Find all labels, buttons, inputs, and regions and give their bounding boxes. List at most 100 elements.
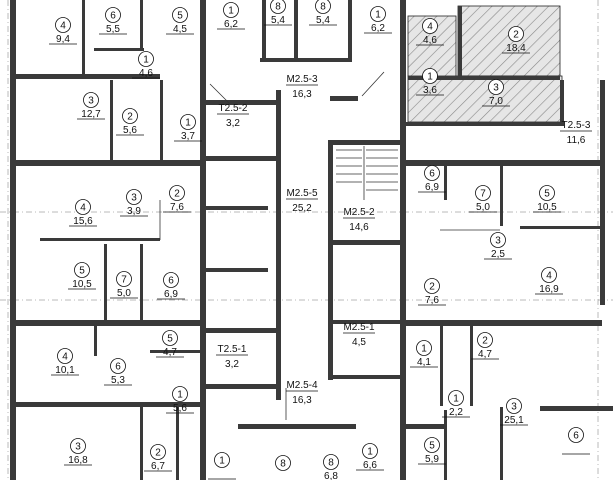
- room-number-circle: [169, 185, 185, 201]
- room-area: 25,1: [504, 415, 524, 426]
- corridor-label: М2.5-5 25,2: [286, 188, 318, 214]
- room-area: 10,5: [537, 202, 557, 213]
- room-number: 6: [168, 276, 174, 287]
- room-label: 16,2: [217, 2, 245, 30]
- room-area: 6,2: [371, 23, 385, 34]
- corridor-area: 25,2: [292, 203, 312, 214]
- room-area: 15,6: [73, 216, 93, 227]
- room-area: 5,6: [173, 403, 187, 414]
- room-number-circle: [83, 92, 99, 108]
- room-number-circle: [75, 199, 91, 215]
- room-number-circle: [138, 51, 154, 67]
- room-area: 5,5: [106, 24, 120, 35]
- room-number: 3: [493, 83, 499, 94]
- room-number: 3: [495, 236, 501, 247]
- room-number: 8: [320, 2, 326, 13]
- room-label: 85,4: [309, 0, 337, 26]
- room-label: 416,9: [535, 267, 563, 295]
- room-number-circle: [55, 17, 71, 33]
- room-label: 37,0: [482, 79, 510, 107]
- room-area: 5,4: [271, 15, 285, 26]
- room-number: 8: [328, 458, 334, 469]
- corridor-area: 14,6: [349, 222, 369, 233]
- room-number: 2: [155, 448, 161, 459]
- room-number: 7: [480, 189, 486, 200]
- room-number: 2: [127, 112, 133, 123]
- room-number-circle: [539, 185, 555, 201]
- room-area: 4,5: [173, 24, 187, 35]
- room-number-circle: [424, 437, 440, 453]
- room-number-circle: [223, 2, 239, 18]
- room-area: 2,5: [491, 249, 505, 260]
- corridor-code: М2.5-5: [286, 188, 318, 199]
- room-number: 5: [79, 266, 85, 277]
- room-number-circle: [416, 340, 432, 356]
- room-label: 32,5: [484, 232, 512, 260]
- room-number: 6: [110, 11, 116, 22]
- corridor-label: М2.5-316,3: [286, 74, 318, 100]
- room-number: 1: [143, 55, 149, 66]
- hatched-area: [457, 5, 561, 77]
- room-label: 26,7: [144, 444, 172, 472]
- room-number: 6: [115, 362, 121, 373]
- room-label: 86,8: [323, 454, 339, 480]
- room-number-circle: [122, 108, 138, 124]
- room-number-circle: [424, 278, 440, 294]
- room-label: 14,6: [132, 51, 160, 79]
- room-number-circle: [477, 332, 493, 348]
- room-number-circle: [270, 0, 286, 14]
- room-number-circle: [172, 7, 188, 23]
- room-number: 6: [573, 431, 579, 442]
- room-label: 13,7: [174, 114, 202, 142]
- room-area: 9,4: [56, 34, 70, 45]
- hatched-area: [407, 75, 563, 123]
- room-number: 1: [421, 344, 427, 355]
- room-area: 3,9: [127, 206, 141, 217]
- room-number: 5: [167, 334, 173, 345]
- room-number: 2: [482, 336, 488, 347]
- room-area: 2,2: [449, 407, 463, 418]
- room-number: 1: [177, 390, 183, 401]
- room-label: 14,1: [410, 340, 438, 368]
- room-number-circle: [490, 232, 506, 248]
- room-label: 75,0: [110, 271, 138, 299]
- corridor-label: Т2.5-23,2: [217, 103, 249, 129]
- room-number-circle: [70, 438, 86, 454]
- room-number: 1: [367, 447, 373, 458]
- room-number: 7: [121, 275, 127, 286]
- room-label: 16,6: [356, 443, 384, 471]
- room-number-circle: [488, 79, 504, 95]
- room-number-circle: [275, 455, 291, 471]
- room-label: 510,5: [68, 262, 96, 290]
- room-number: 4: [80, 203, 86, 214]
- room-number: 5: [544, 189, 550, 200]
- room-number-circle: [110, 358, 126, 374]
- room-number: 1: [427, 72, 433, 83]
- room-label: 6: [562, 427, 590, 455]
- corridor-area: 3,2: [225, 359, 239, 370]
- room-number: 5: [177, 11, 183, 22]
- room-label: 24,7: [471, 332, 499, 360]
- room-number: 3: [88, 96, 94, 107]
- room-number: 4: [62, 352, 68, 363]
- room-area: 6,9: [425, 182, 439, 193]
- corridor-label: Т2.5-13,2: [216, 344, 248, 370]
- room-number-circle: [424, 165, 440, 181]
- room-label: 85,4: [264, 0, 292, 26]
- room-area: 6,2: [224, 19, 238, 30]
- room-label: 75,0: [469, 185, 497, 213]
- room-number-circle: [116, 271, 132, 287]
- room-area: 5,9: [425, 454, 439, 465]
- room-number-circle: [162, 330, 178, 346]
- room-number-circle: [506, 398, 522, 414]
- room-label: 312,7: [77, 92, 105, 120]
- room-number-circle: [315, 0, 331, 14]
- corridor-code: Т2.5-2: [219, 103, 248, 114]
- room-area: 16,8: [68, 455, 88, 466]
- room-area: 4,7: [163, 347, 177, 358]
- corridor-code: М2.5-2: [343, 207, 375, 218]
- corridor-code: М2.5-1: [343, 322, 375, 333]
- room-number-circle: [541, 267, 557, 283]
- room-area: 5,3: [111, 375, 125, 386]
